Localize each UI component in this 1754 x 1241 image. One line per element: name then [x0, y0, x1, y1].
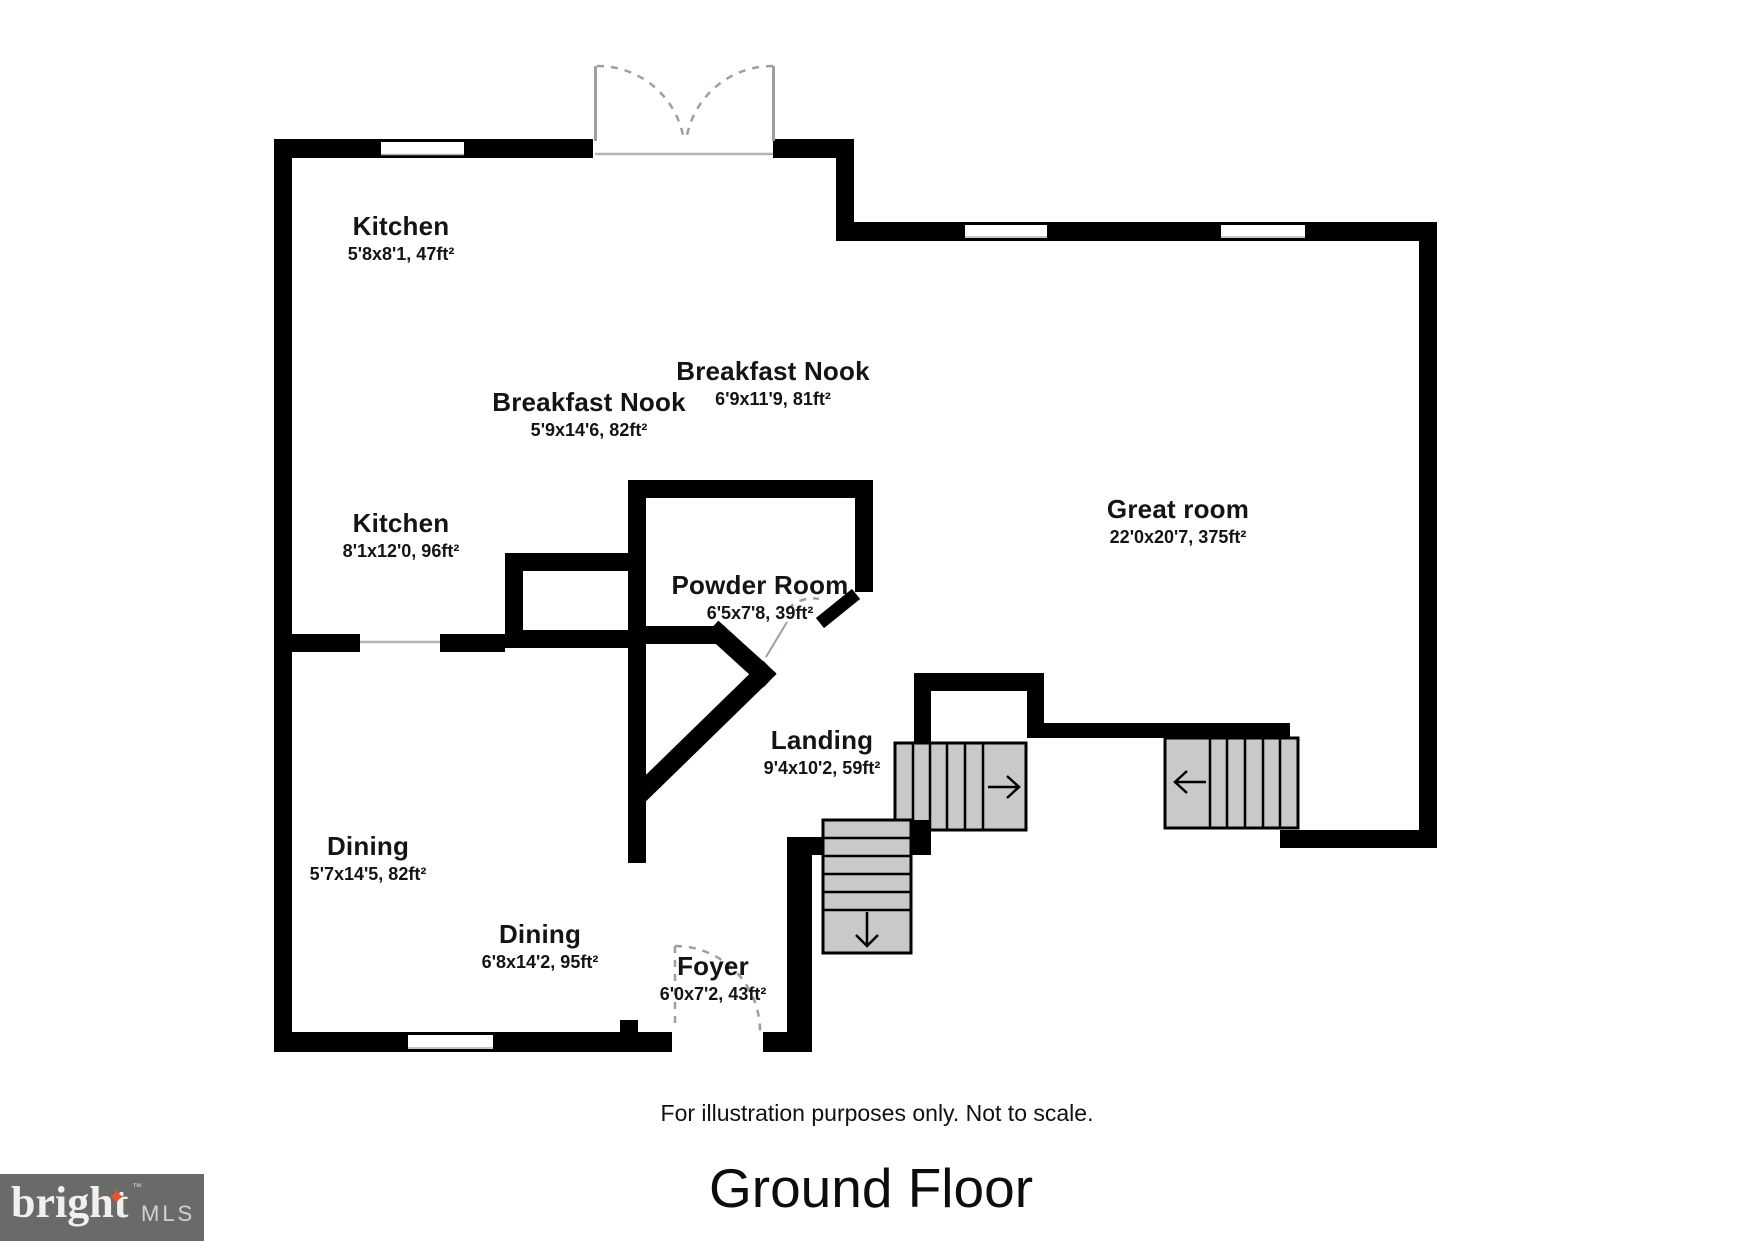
room-dims: 9'4x10'2, 59ft²: [763, 758, 881, 778]
logo-star-icon: ✦: [107, 1185, 127, 1211]
room-name: Kitchen: [352, 508, 450, 538]
logo-mls-text: MLS: [141, 1201, 196, 1226]
patio-door-right-arc: [684, 64, 774, 142]
room-label-breakfast-nook-82: Breakfast Nook 5'9x14'6, 82ft²: [492, 387, 686, 441]
floor-title: Ground Floor: [708, 1157, 1034, 1219]
room-dims: 6'5x7'8, 39ft²: [706, 603, 814, 623]
stairs-left-arrow-icon: [1173, 770, 1206, 794]
room-label-dining-95: Dining 6'8x14'2, 95ft²: [482, 919, 599, 973]
room-name: Breakfast Nook: [492, 387, 686, 417]
room-name: Dining: [326, 831, 410, 861]
room-label-landing: Landing 9'4x10'2, 59ft²: [764, 725, 881, 779]
room-dims: 5'7x14'5, 82ft²: [309, 864, 427, 884]
room-label-dining-82: Dining 5'7x14'5, 82ft²: [310, 831, 427, 885]
powder-door-arc: [787, 597, 820, 610]
logo-brand-text: bright: [11, 1178, 129, 1227]
room-name: Kitchen: [352, 211, 450, 241]
window-great-room-right: [1221, 225, 1305, 238]
disclaimer-text: For illustration purposes only. Not to s…: [660, 1100, 1094, 1126]
room-name: Breakfast Nook: [676, 356, 870, 386]
patio-door-left-arc: [596, 64, 686, 142]
room-label-foyer: Foyer 6'0x7'2, 43ft²: [660, 951, 767, 1005]
room-label-great-room: Great room 22'0x20'7, 375ft²: [1107, 494, 1249, 548]
powder-room-leader-line: [765, 621, 788, 658]
brightmls-logo: bright ✦ ™ MLS: [0, 1174, 204, 1241]
room-label-kitchen-96: Kitchen 8'1x12'0, 96ft²: [343, 508, 460, 562]
window-dining: [408, 1035, 493, 1049]
powder-room-door-leaf: [815, 588, 861, 629]
room-dims: 6'0x7'2, 43ft²: [659, 984, 767, 1004]
room-label-powder-room: Powder Room 6'5x7'8, 39ft²: [672, 570, 849, 624]
room-name: Foyer: [677, 951, 749, 981]
room-label-kitchen-47: Kitchen 5'8x8'1, 47ft²: [348, 211, 455, 265]
room-dims: 5'8x8'1, 47ft²: [347, 244, 455, 264]
window-sill-lines: [381, 153, 1305, 1049]
staircase-to-great-room: [893, 741, 1028, 832]
windows: [381, 142, 1305, 1049]
window-kitchen: [381, 142, 464, 155]
stairs-down-arrow-icon: [855, 912, 879, 948]
room-name: Powder Room: [671, 570, 849, 600]
room-name: Great room: [1106, 494, 1250, 524]
room-name: Dining: [498, 919, 582, 949]
room-dims: 5'9x14'6, 82ft²: [530, 420, 648, 440]
door-swing-arcs: [596, 64, 820, 1032]
front-door-arc: [674, 944, 762, 1032]
logo-trademark: ™: [132, 1182, 142, 1193]
room-dims: 8'1x12'0, 96ft²: [342, 541, 460, 561]
room-dims: 22'0x20'7, 375ft²: [1109, 527, 1247, 547]
angled-walls: [629, 588, 861, 805]
room-dims: 6'8x14'2, 95ft²: [481, 952, 599, 972]
room-label-breakfast-nook-81: Breakfast Nook 6'9x11'9, 81ft²: [676, 356, 870, 410]
stairs-right-arrow-icon: [988, 775, 1021, 799]
room-name: Landing: [770, 725, 874, 755]
room-dims: 6'9x11'9, 81ft²: [715, 389, 831, 409]
staircase-in-great-room: [1163, 736, 1300, 830]
staircase-down: [821, 818, 913, 955]
opening-lines: [360, 152, 773, 644]
window-great-room-left: [965, 225, 1047, 238]
door-jambs: [594, 66, 775, 141]
